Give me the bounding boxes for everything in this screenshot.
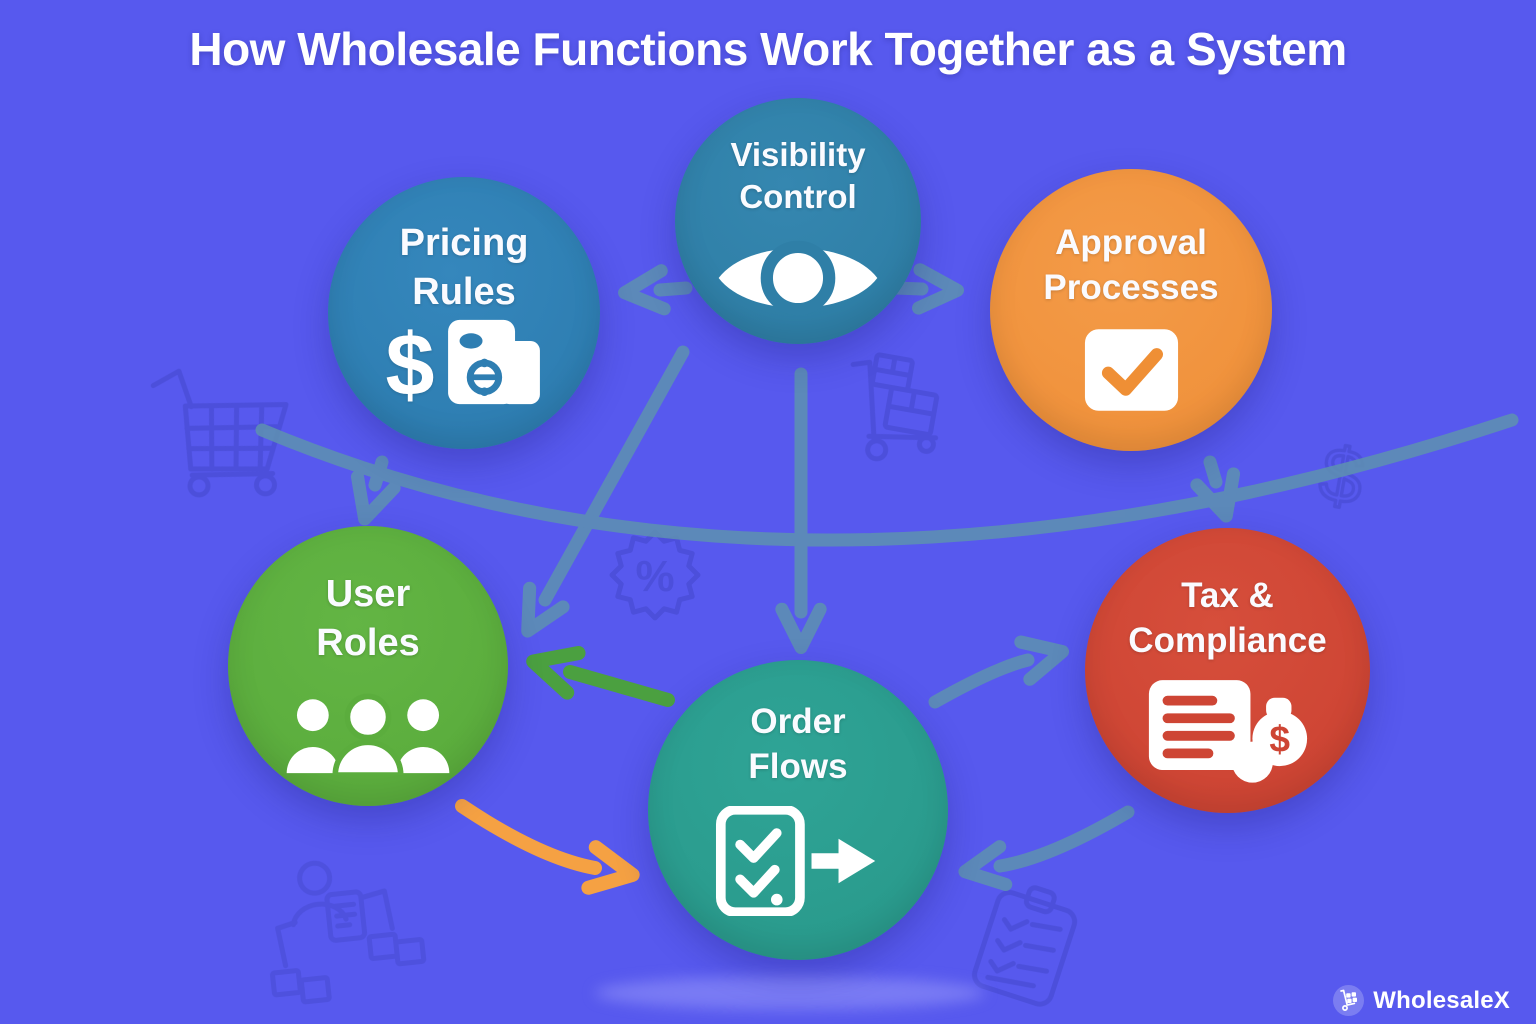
- node-label-line: Processes: [1043, 267, 1219, 307]
- dollar-icon: $: [385, 314, 435, 414]
- node-label-line: Visibility: [730, 136, 866, 173]
- node-approval-processes: Approval Processes: [990, 169, 1272, 451]
- logo-text: WholesaleX: [1373, 986, 1510, 1014]
- node-label-line: Tax &: [1181, 576, 1274, 615]
- node-label-line: Pricing: [399, 222, 529, 264]
- svg-text:%: %: [635, 552, 674, 601]
- hand-truck-icon: [850, 352, 940, 462]
- node-label-line: Control: [739, 178, 857, 216]
- node-user-roles: User Roles: [228, 526, 508, 806]
- arrow-visibility-to-pricing: [618, 264, 693, 316]
- shopping-cart-icon: [150, 368, 289, 498]
- node-visibility-control: Visibility Control: [675, 98, 921, 344]
- node-label: Pricing Rules: [400, 219, 529, 316]
- arrow-pricing-to-user-roles: [350, 455, 401, 526]
- arrow-order-flows-to-user-roles: [526, 645, 675, 707]
- person-distribution-icon: [270, 860, 427, 1005]
- checklist-arrow-icon: [715, 805, 876, 916]
- checkbox-check-icon: [1084, 328, 1178, 411]
- arrow-order-flows-to-tax: [928, 635, 1070, 709]
- node-label-line: Order: [750, 702, 846, 741]
- arrow-visibility-to-user-roles: [521, 345, 690, 638]
- node-label-line: Compliance: [1128, 620, 1327, 660]
- node-label-line: User: [325, 573, 411, 615]
- users-group-icon: [286, 693, 450, 776]
- percent-badge-icon: %: [609, 529, 701, 621]
- node-label-line: Flows: [748, 746, 848, 786]
- ground-shadow: [595, 976, 985, 1010]
- hand-truck-badge-icon: [1340, 989, 1358, 1011]
- invoice-dollar-icon: $: [1148, 679, 1307, 783]
- arrow-tax-to-order-flows: [958, 805, 1135, 891]
- arc-connector: [255, 413, 1519, 547]
- eye-icon: [718, 241, 878, 316]
- node-pricing-rules: Pricing Rules $: [328, 177, 600, 449]
- logo-badge: [1333, 985, 1365, 1016]
- wholesalex-logo: WholesaleX: [1333, 985, 1510, 1016]
- dollar-icon: $: [1269, 717, 1290, 759]
- node-label: User Roles: [316, 570, 419, 667]
- node-label: Order Flows: [748, 700, 847, 790]
- node-label-line: Roles: [316, 621, 420, 664]
- node-label-line: Approval: [1055, 223, 1207, 262]
- arrow-approval-to-tax: [1190, 455, 1241, 523]
- clipboard-checklist-icon: [972, 885, 1078, 1007]
- arrow-user-roles-to-order-flows: [455, 799, 640, 895]
- node-label: Tax & Compliance: [1128, 574, 1326, 664]
- price-receipt-icon: [448, 320, 541, 405]
- node-label: Approval Processes: [1043, 221, 1218, 311]
- page-title: How Wholesale Functions Work Together as…: [189, 23, 1347, 75]
- node-label-line: Rules: [412, 270, 516, 313]
- node-order-flows: Order Flows: [648, 660, 948, 960]
- node-label: Visibility Control: [730, 134, 865, 218]
- node-tax-compliance: Tax & Compliance $: [1085, 528, 1370, 813]
